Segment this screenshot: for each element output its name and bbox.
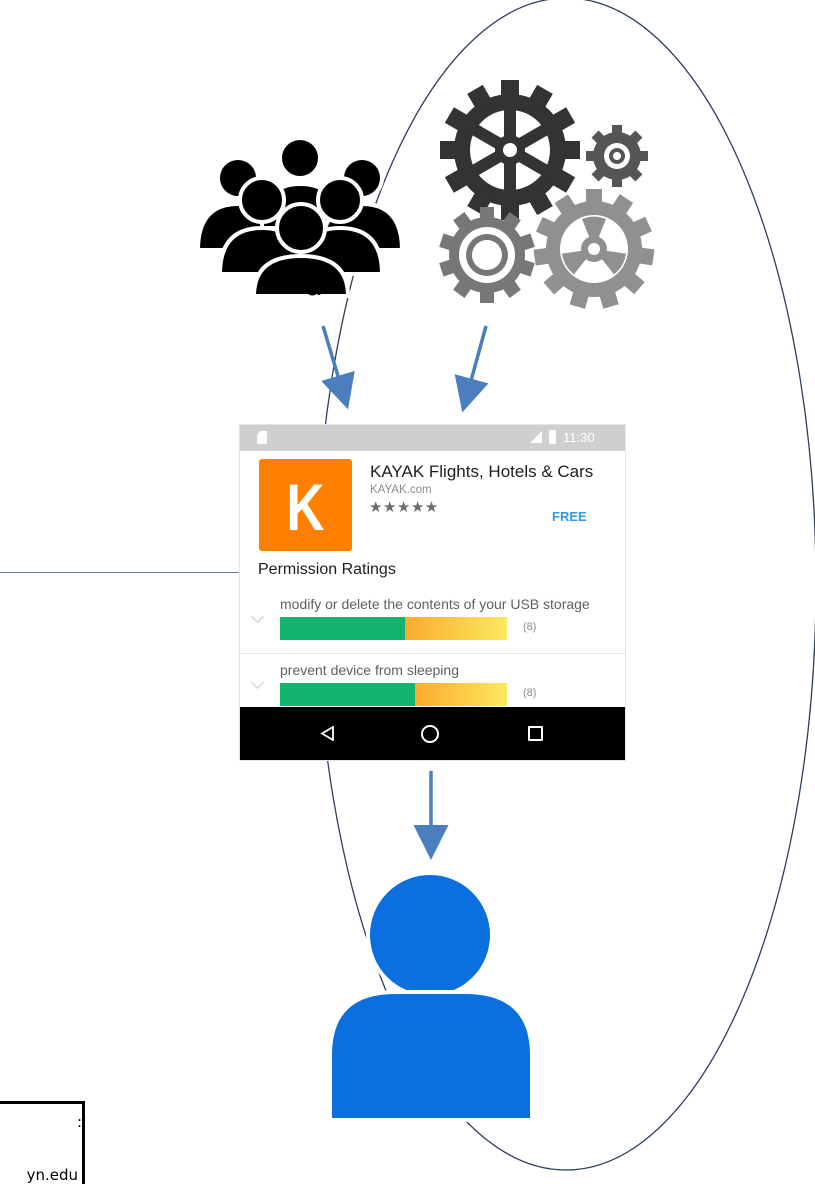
price-button[interactable]: FREE xyxy=(552,509,587,524)
permission-count: (8) xyxy=(523,687,537,699)
status-bar: 11:30 xyxy=(240,425,625,451)
signal-icon xyxy=(530,431,542,443)
bar-segment-positive xyxy=(280,683,415,706)
home-icon[interactable] xyxy=(421,725,439,743)
battery-icon xyxy=(549,430,556,444)
rating-stars: ★★★★★ xyxy=(369,499,439,516)
bar-segment-neutral xyxy=(405,617,507,640)
back-icon[interactable] xyxy=(320,726,335,741)
chevron-down-icon[interactable] xyxy=(251,676,264,689)
app-icon-letter: K xyxy=(286,470,325,544)
user-icon xyxy=(328,871,534,1122)
sim-card-icon xyxy=(257,431,267,444)
app-icon[interactable]: K xyxy=(259,459,352,551)
clipped-box-text: : xyxy=(76,1113,82,1131)
gears-icon xyxy=(439,80,655,309)
arrow-crowd-to-app xyxy=(321,325,355,410)
bar-segment-neutral xyxy=(415,683,507,706)
bar-segment-positive xyxy=(280,617,405,640)
permission-rating-bar xyxy=(280,683,507,706)
crowd-icon xyxy=(195,136,405,298)
app-developer[interactable]: KAYAK.com xyxy=(370,484,432,496)
clipped-box-text: yn.edu xyxy=(26,1166,78,1184)
arrow-gears-to-app xyxy=(454,325,489,413)
permission-item[interactable]: prevent device from sleeping (8) xyxy=(240,653,625,714)
clipped-text-box xyxy=(0,1101,85,1184)
status-time: 11:30 xyxy=(563,430,595,445)
permission-label: prevent device from sleeping xyxy=(280,662,459,678)
app-name[interactable]: KAYAK Flights, Hotels & Cars xyxy=(370,462,594,481)
permission-label: modify or delete the contents of your US… xyxy=(280,596,590,612)
recents-icon[interactable] xyxy=(528,726,543,741)
chevron-down-icon[interactable] xyxy=(251,610,264,623)
navigation-bar xyxy=(240,707,625,760)
permission-item[interactable]: modify or delete the contents of your US… xyxy=(240,588,625,648)
section-title: Permission Ratings xyxy=(258,561,396,578)
app-permission-screen: 11:30 K KAYAK Flights, Hotels & Cars KAY… xyxy=(240,425,625,760)
permission-count: (8) xyxy=(523,621,537,633)
permission-rating-bar xyxy=(280,617,507,640)
clipped-text-fragment: d xyxy=(304,268,324,303)
connector-line xyxy=(0,572,318,573)
